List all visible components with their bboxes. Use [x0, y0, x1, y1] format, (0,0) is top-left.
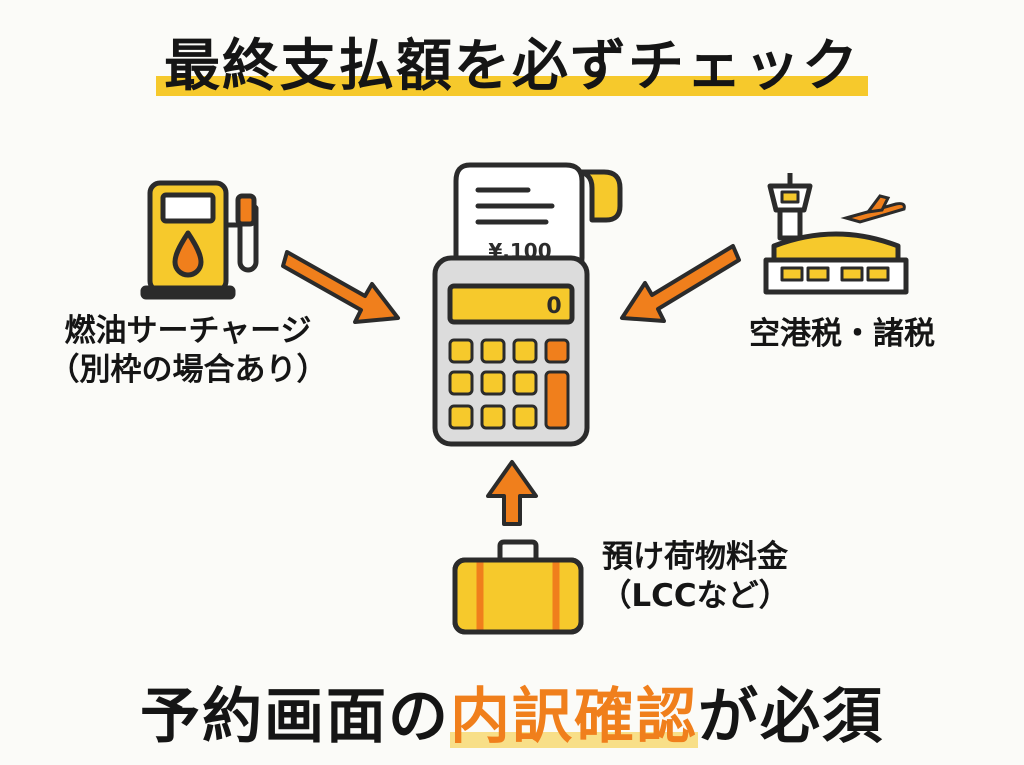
- fuel-surcharge-label: 燃油サーチャージ （別枠の場合あり）: [28, 312, 348, 390]
- bottom-message-post: が必須: [698, 682, 884, 752]
- fuel-pump-icon: [140, 180, 259, 300]
- baggage-fee-title: 預け荷物料金: [602, 539, 788, 575]
- bottom-message: 予約画面の内訳確認が必須: [0, 668, 1024, 755]
- calculator-icon: 0: [432, 255, 590, 447]
- airplane-icon: [840, 194, 906, 224]
- airport-tax-label: 空港税・諸税: [749, 316, 935, 352]
- baggage-fee-label: 預け荷物料金 （LCCなど）: [575, 538, 815, 616]
- arrow-airport-to-calculator: [620, 244, 741, 323]
- calculator-keys: [448, 338, 570, 430]
- fuel-surcharge-title: 燃油サーチャージ: [64, 313, 312, 349]
- airport-icon: [763, 173, 909, 295]
- bottom-message-highlight: 内訳確認: [450, 682, 698, 752]
- page-title: 最終支払額を必ずチェック: [156, 36, 868, 98]
- baggage-fee-note: （LCCなど）: [600, 577, 790, 614]
- calculator-display: 0: [546, 294, 561, 319]
- fuel-surcharge-note: （別枠の場合あり）: [48, 351, 328, 388]
- arrow-fuel-to-calculator: [281, 250, 400, 324]
- bottom-message-pre: 予約画面の: [140, 682, 450, 752]
- arrow-baggage-to-calculator: [486, 460, 538, 526]
- receipt-icon: ¥,100: [453, 162, 623, 277]
- suitcase-icon: [452, 539, 584, 635]
